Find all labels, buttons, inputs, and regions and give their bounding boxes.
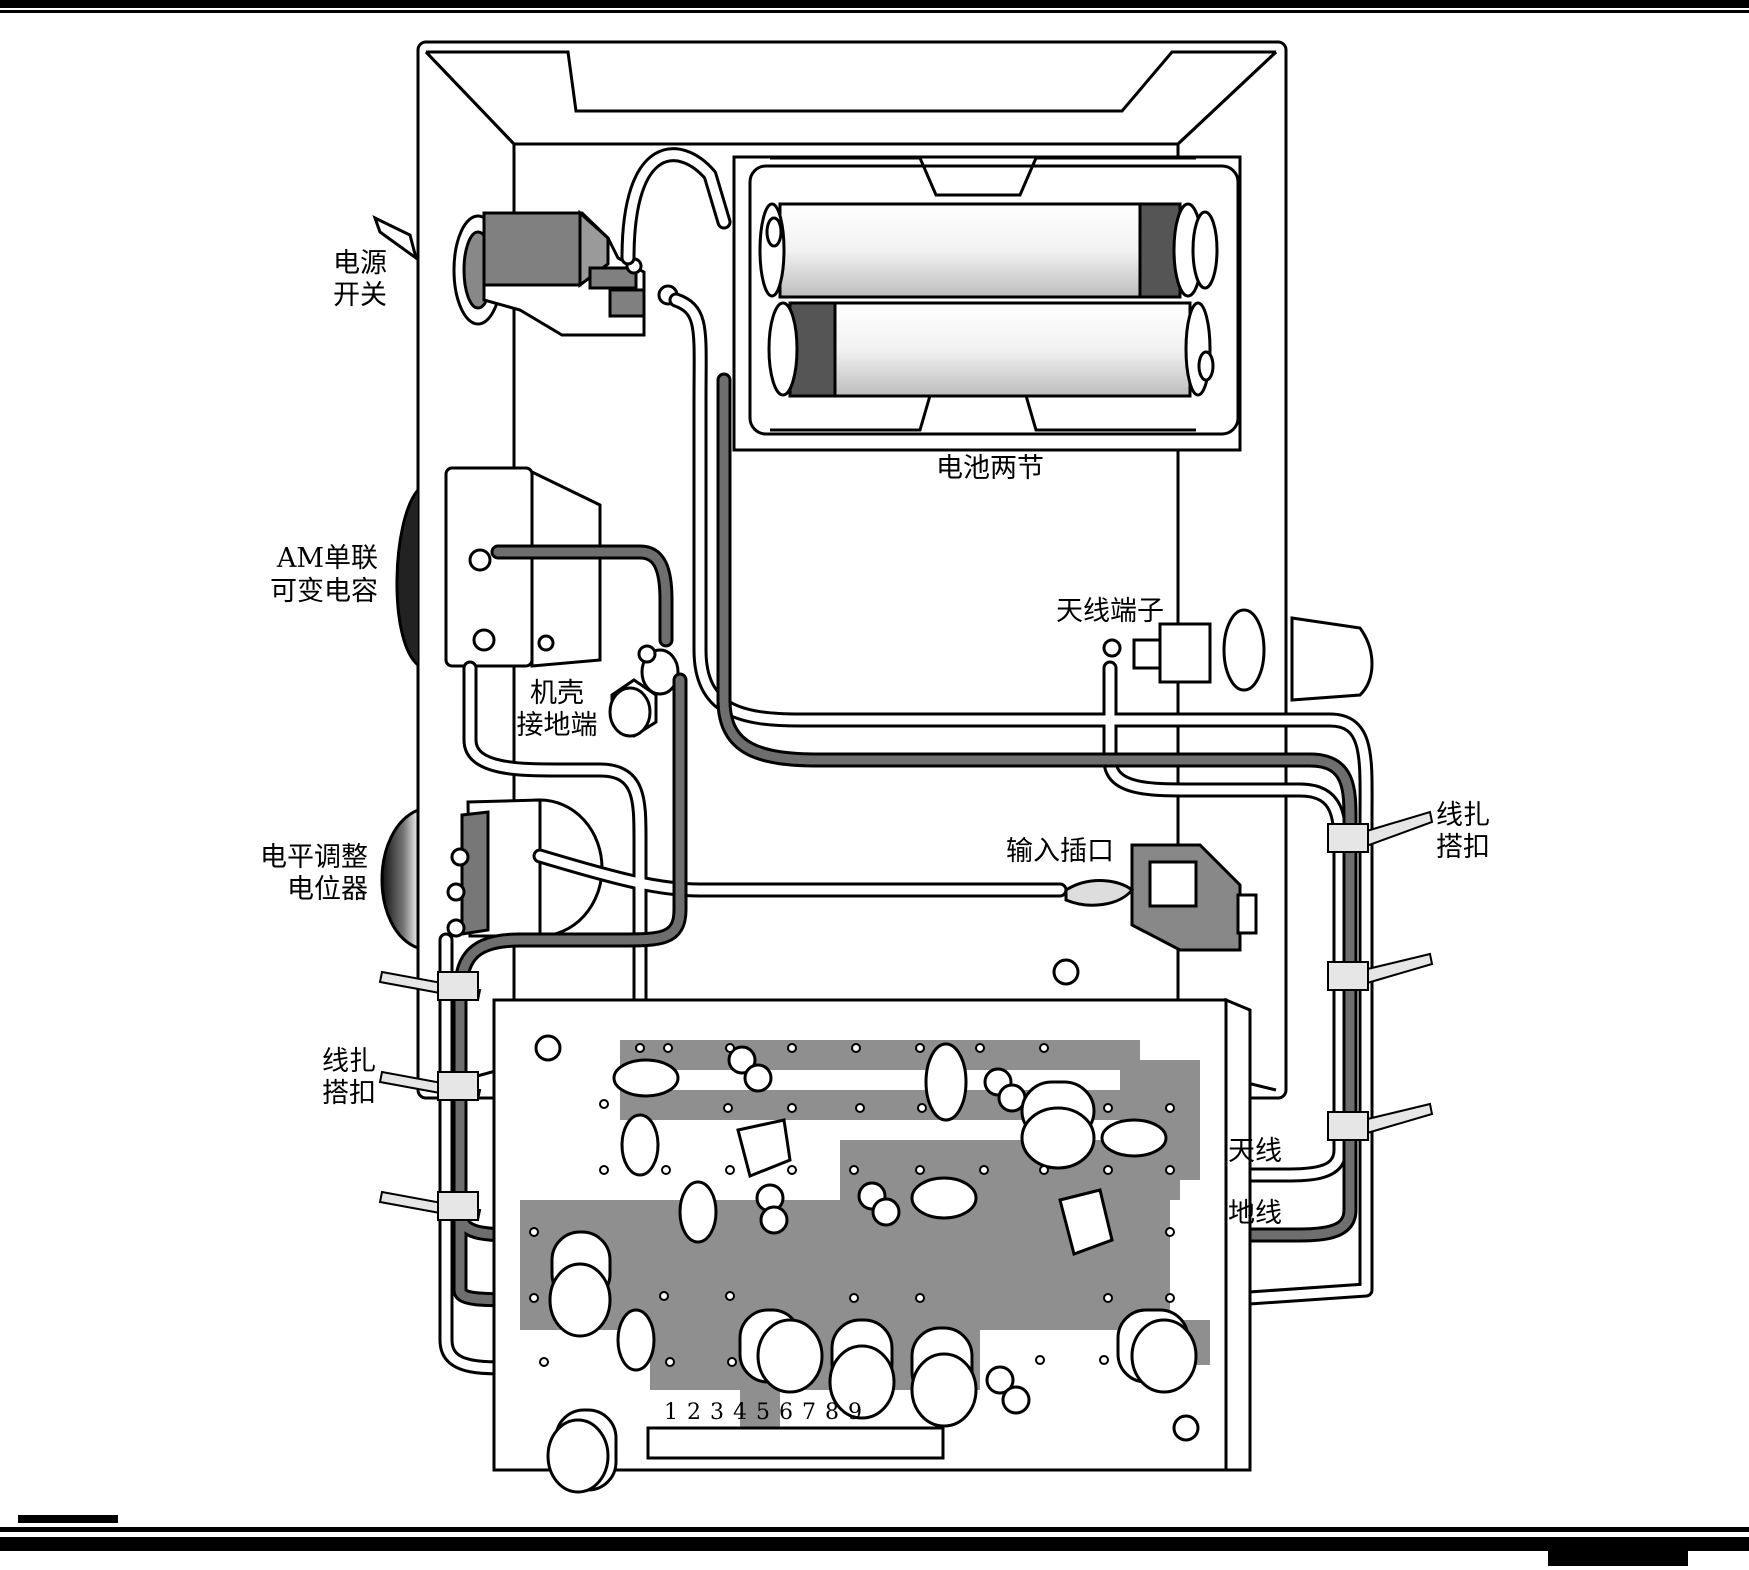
label-level-pot-line1: 电平调整	[260, 842, 368, 873]
dark-wires	[452, 372, 1358, 1308]
label-ground-wire: 地线	[1228, 1198, 1282, 1229]
label-cable-tie-right-line1: 线扎	[1436, 800, 1490, 831]
pin-header	[646, 1426, 945, 1460]
power-switch-lever-icon	[372, 215, 419, 262]
label-power-switch-line2: 开关	[333, 280, 387, 311]
mount-hole	[1172, 1414, 1200, 1442]
pin-number: 4	[733, 1400, 756, 1425]
label-cable-tie-left-line1: 线扎	[322, 1046, 376, 1077]
pin-number: 2	[687, 1400, 710, 1425]
capacitor-icon	[678, 1180, 718, 1244]
pin-number-row: 123456789	[664, 1400, 871, 1425]
pin-number: 8	[825, 1400, 848, 1425]
bottom-left-mark	[18, 1515, 118, 1523]
label-am-capacitor-line1: AM单联	[276, 543, 378, 574]
electrolytic-capacitor-icon	[738, 1308, 824, 1394]
label-am-capacitor-line2: 可变电容	[270, 576, 378, 607]
bottom-border-line	[0, 1527, 1749, 1532]
am-variable-capacitor-icon	[395, 466, 602, 668]
label-antenna-wire: 天线	[1228, 1136, 1282, 1167]
battery-1-icon	[758, 202, 1219, 299]
electrolytic-capacitor-icon	[548, 1230, 612, 1338]
antenna-terminal-icon	[1102, 608, 1374, 702]
chassis-ground-terminal-icon	[608, 644, 680, 738]
electrolytic-capacitor-icon	[828, 1318, 896, 1420]
label-antenna-terminal: 天线端子	[1056, 596, 1164, 627]
transistor-icon	[736, 1118, 792, 1179]
label-batteries: 电池两节	[936, 453, 1044, 484]
pin-number: 9	[848, 1400, 871, 1425]
mount-hole	[534, 1034, 562, 1062]
capacitor-icon	[620, 1113, 660, 1177]
top-border-line	[0, 10, 1749, 13]
cable-tie-icons	[378, 810, 1434, 1222]
input-jack-icon	[1064, 843, 1258, 952]
battery-2-icon	[767, 301, 1215, 398]
electrolytic-capacitor-icon	[1020, 1080, 1096, 1170]
inductor-icon	[983, 1067, 1027, 1113]
label-cable-tie-right-line2: 搭扣	[1436, 832, 1490, 863]
label-level-pot-line2: 电位器	[287, 874, 368, 905]
capacitor-icon	[612, 1058, 680, 1098]
pcb-components	[546, 1042, 1198, 1494]
capacitor-icon	[924, 1042, 968, 1122]
pin-number: 7	[802, 1400, 825, 1425]
label-chassis-ground-line1: 机壳	[530, 678, 584, 709]
capacitor-icon	[910, 1176, 978, 1220]
mount-hole	[1052, 958, 1080, 986]
level-potentiometer-icon	[380, 798, 604, 951]
electrolytic-capacitor-icon	[1116, 1308, 1198, 1394]
bottom-border-bar	[0, 1537, 1749, 1551]
power-switch-icon	[452, 209, 679, 337]
bottom-right-mark	[1548, 1545, 1688, 1566]
pin-number: 5	[756, 1400, 779, 1425]
inductor-icon	[727, 1045, 773, 1093]
capacitor-icon	[1100, 1118, 1168, 1158]
inductor-icon	[755, 1183, 789, 1235]
pin-number: 6	[779, 1400, 802, 1425]
electrolytic-capacitor-icon	[910, 1326, 978, 1428]
inductor-icon	[857, 1181, 901, 1227]
label-power-switch-line1: 电源	[333, 248, 387, 279]
pin-number: 1	[664, 1400, 687, 1425]
label-input-jack: 输入插口	[1006, 836, 1114, 867]
pin-number: 3	[710, 1400, 733, 1425]
top-border-bar	[0, 0, 1749, 8]
electrolytic-capacitor-icon	[546, 1408, 618, 1494]
capacitor-icon	[616, 1308, 656, 1372]
solder-pads	[529, 1043, 1175, 1367]
label-cable-tie-left-line2: 搭扣	[322, 1078, 376, 1109]
transistor-icon	[1058, 1188, 1114, 1256]
label-chassis-ground-line2: 接地端	[516, 710, 598, 741]
inductor-icon	[985, 1365, 1031, 1415]
